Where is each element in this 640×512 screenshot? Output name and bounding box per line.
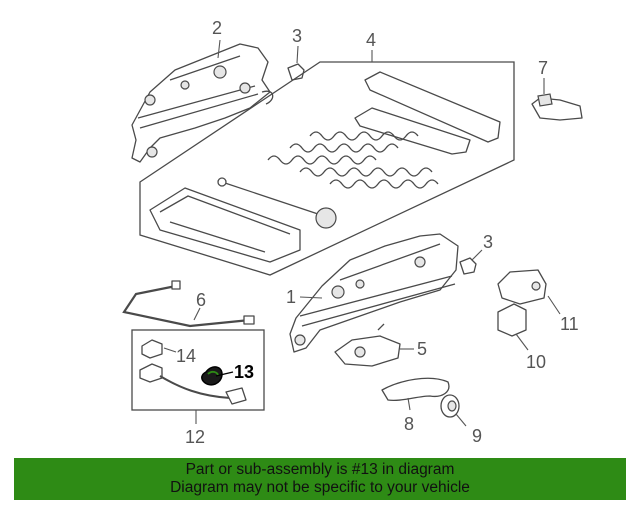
part-11-trim-cover[interactable] [497,269,547,305]
callout-3-lower: 3 [483,232,493,252]
callout-2: 2 [212,18,222,38]
part-2-seat-track[interactable] [131,43,274,163]
part-1-seat-track[interactable] [289,233,459,353]
part-9-cap[interactable] [440,394,460,418]
callout-12: 12 [185,427,205,447]
banner-line-2: Diagram may not be specific to your vehi… [170,479,470,496]
callout-14: 14 [176,346,196,366]
callout-5: 5 [417,339,427,359]
callout-10: 10 [526,352,546,372]
callout-13: 13 [234,362,254,382]
part-4-cushion-frame[interactable] [139,61,515,276]
banner-line-1: Part or sub-assembly is #13 in diagram [185,461,455,478]
part-5-recliner-bracket[interactable] [334,323,401,367]
part-6-rod[interactable] [122,280,255,328]
callout-9: 9 [472,426,482,446]
callout-4: 4 [366,30,376,50]
part-7-trim-cover[interactable] [531,93,583,121]
part-3-clip-lower[interactable] [459,257,477,275]
callout-1: 1 [286,287,296,307]
part-10-cover[interactable] [497,303,527,337]
callout-11: 11 [560,314,579,334]
callout-8: 8 [404,414,414,434]
part-info-banner: Part or sub-assembly is #13 in diagram D… [14,458,626,500]
callout-6: 6 [196,290,206,310]
part-12-wire-harness[interactable] [131,329,265,411]
callout-7: 7 [538,58,548,78]
callout-3-upper: 3 [292,26,302,46]
part-8-lever-handle[interactable] [381,377,450,402]
